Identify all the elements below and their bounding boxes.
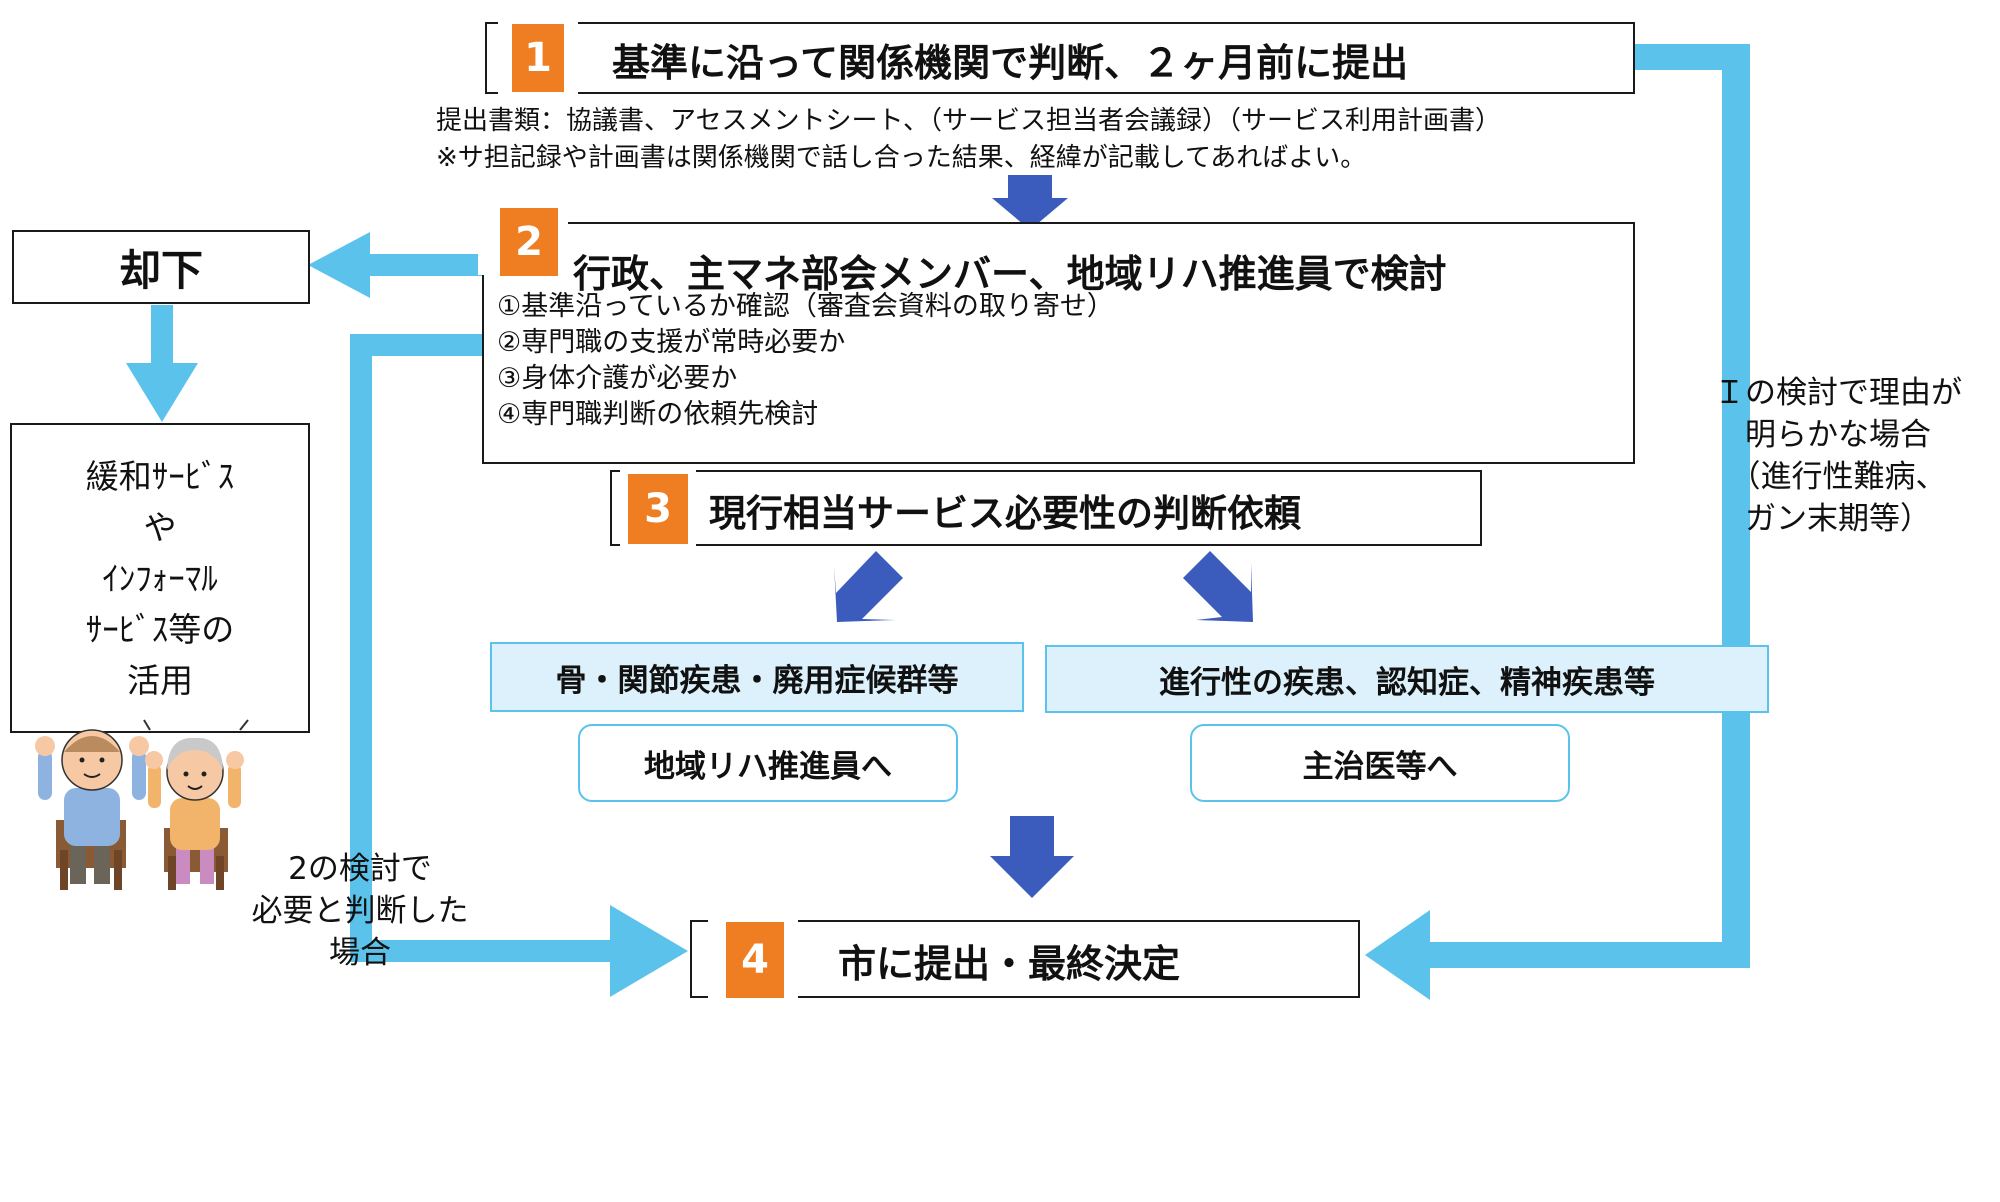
step1-number-badge: 1: [512, 24, 564, 92]
right-branch-category: 進行性の疾患、認知症、精神疾患等: [1045, 645, 1769, 713]
reject-connector: [308, 232, 482, 298]
step3-title: 現行相当サービス必要性の判断依頼: [709, 492, 1301, 535]
step4-title: 市に提出・最終決定: [838, 942, 1181, 986]
reject-down-connector: [126, 305, 198, 422]
left-note-line-1: 2の検討で: [288, 851, 432, 887]
reject-box: 却下: [12, 230, 310, 304]
right-branch-destination: 主治医等へ: [1190, 724, 1570, 802]
step3-box: [610, 470, 1482, 546]
reject-title: 却下: [118, 245, 203, 295]
right-feedback-connector: [1365, 44, 1750, 1000]
alt-services-box: 緩和ｻｰﾋﾞｽ や ｲﾝﾌｫｰﾏﾙ ｻｰﾋﾞｽ等の 活用: [10, 423, 310, 733]
step2-title: 行政、主マネ部会メンバー、地域リハ推進員で検討: [573, 252, 1447, 296]
left-note-line-3: 場合: [329, 935, 391, 971]
right-note-line-1: Ｉの検討で理由が: [1714, 375, 1962, 411]
notes-line-2: ※サ担記録や計画書は関係機関で話し合った結果、経緯が記載してあればよい。: [436, 143, 1367, 173]
step1-title: 基準に沿って関係機関で判断、２ヶ月前に提出: [612, 41, 1409, 85]
alt-services-line-1: 緩和ｻｰﾋﾞｽ: [85, 457, 235, 496]
arrow-1-to-2: [992, 175, 1068, 230]
step2-number-badge: 2: [500, 208, 558, 276]
step2-item-4: ④専門職判断の依頼先検討: [497, 399, 819, 430]
elderly-man-icon: [35, 729, 149, 890]
step2-item-2: ②専門職の支援が常時必要か: [497, 327, 846, 358]
left-note-line-2: 必要と判断した: [251, 893, 469, 929]
arrow-to-4: [990, 816, 1074, 898]
alt-services-line-2: や: [143, 508, 177, 547]
notes-line-1: 提出書類：協議書、アセスメントシート、（サービス担当者会議録）（サービス利用計画…: [436, 106, 1501, 136]
right-note-line-2: 明らかな場合: [1745, 417, 1931, 453]
left-branch-category: 骨・関節疾患・廃用症候群等: [490, 642, 1024, 712]
step4-box: [690, 920, 1360, 998]
left-feedback-connector: [350, 334, 688, 997]
left-note: 2の検討で 必要と判断した 場合: [230, 848, 490, 974]
left-branch-destination: 地域リハ推進員へ: [578, 724, 958, 802]
alt-services-line-5: 活用: [127, 661, 193, 700]
arrow-3-to-right: [1183, 551, 1253, 622]
right-note-line-4: ガン末期等）: [1745, 501, 1931, 537]
step2-box: [482, 222, 1635, 464]
elderly-woman-icon: [143, 719, 249, 890]
alt-services-line-3: ｲﾝﾌｫｰﾏﾙ: [102, 559, 218, 598]
step1-box: [485, 22, 1635, 94]
arrow-3-to-left: [834, 551, 903, 622]
step2-item-1: ①基準沿っているか確認（審査会資料の取り寄せ）: [497, 291, 1114, 322]
step4-number-badge: 4: [726, 922, 784, 998]
alt-services-line-4: ｻｰﾋﾞｽ等の: [85, 610, 235, 649]
step3-number-badge: 3: [628, 474, 688, 544]
step2-item-3: ③身体介護が必要か: [497, 363, 738, 394]
right-note: Ｉの検討で理由が 明らかな場合 （進行性難病、 ガン末期等）: [1688, 372, 1988, 540]
right-note-line-3: （進行性難病、: [1729, 459, 1947, 495]
elderly-people-illustration: [35, 719, 249, 890]
